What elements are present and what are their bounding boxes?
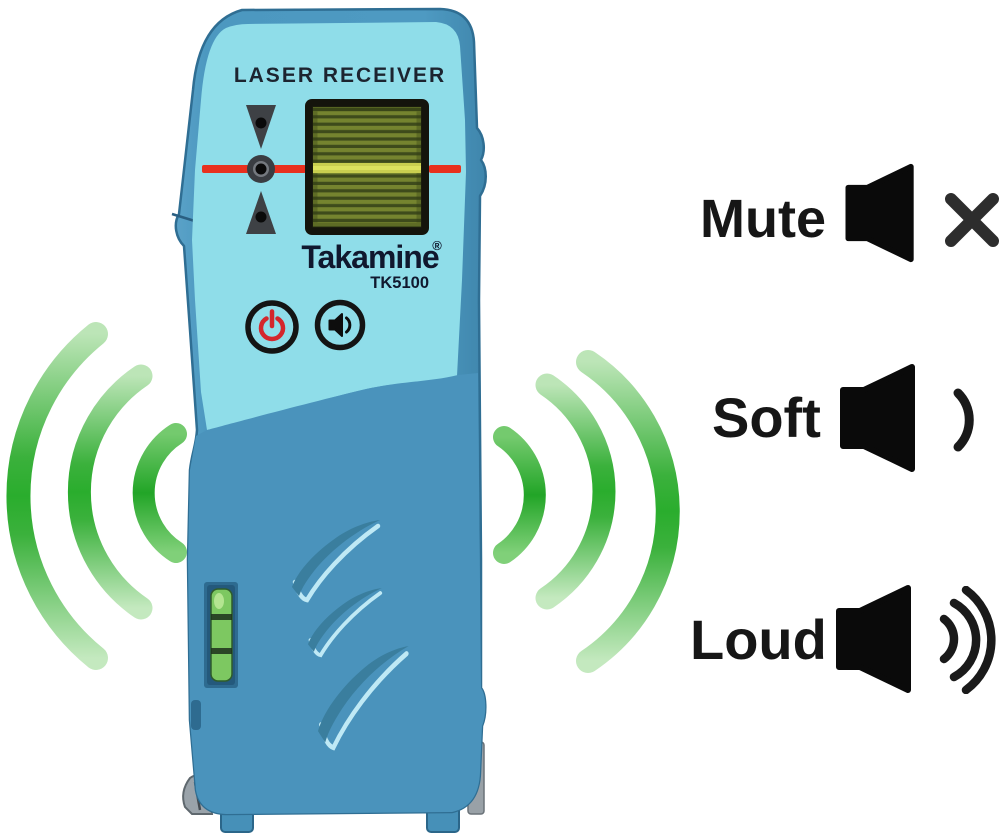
sound-wave-arc-inner [493,426,546,564]
speaker-wave-icon [345,316,352,334]
mute-x-icon [945,193,999,247]
sound-wave-arc-outer [576,350,680,673]
marker-dot-bottom [255,211,267,223]
registered-mark: ® [432,238,442,253]
marker-dot-top [255,117,267,129]
loud-waves-icon [939,586,996,694]
device-header-label: LASER RECEIVER [234,64,446,87]
marker-bullseye-center [255,163,267,175]
swoosh-stroke [318,646,409,743]
volume-label: Soft [712,386,821,449]
alignment-marker [246,105,276,234]
sound-wave-arc-inner [132,423,187,563]
volume-label: Loud [690,608,827,671]
sound-waves-left [6,322,187,670]
model-label: TK5100 [370,274,429,292]
volume-label: Mute [700,189,826,249]
vial-shine [214,593,224,609]
speaker-mute-icon [845,163,914,263]
vial-band-bottom [211,648,232,654]
sound-wave-arc-middle [535,373,616,610]
lcd-display [305,99,429,235]
lower-housing [188,373,486,814]
laser-line-right [429,165,461,173]
swoosh-stroke [308,588,382,652]
speaker-icon [328,313,343,337]
power-icon [258,316,286,342]
brand-label: Takamine [301,239,438,275]
swoosh-stroke [292,520,380,596]
bubble-level-vial [210,588,233,682]
sound-wave-arc-outer [6,322,108,670]
volume-button[interactable] [314,299,366,351]
swoosh-marks [292,520,409,751]
sound-waves-right [493,350,680,673]
volume-row-loud: Loud [690,583,997,695]
bubble-level [204,582,238,688]
sound-wave-arc-middle [67,364,153,620]
speaker-soft-icon [840,364,915,472]
left-edge-notch [191,700,201,730]
lcd-laser-band-core [313,166,421,170]
volume-row-mute: Mute [700,163,1000,263]
volume-row-soft: Soft [712,363,979,473]
vial-band-top [211,614,232,620]
power-button[interactable] [245,300,299,354]
speaker-loud-icon [836,585,911,693]
soft-wave-icon [953,388,974,452]
laser-receiver-device: LASER RECEIVER [171,7,487,833]
